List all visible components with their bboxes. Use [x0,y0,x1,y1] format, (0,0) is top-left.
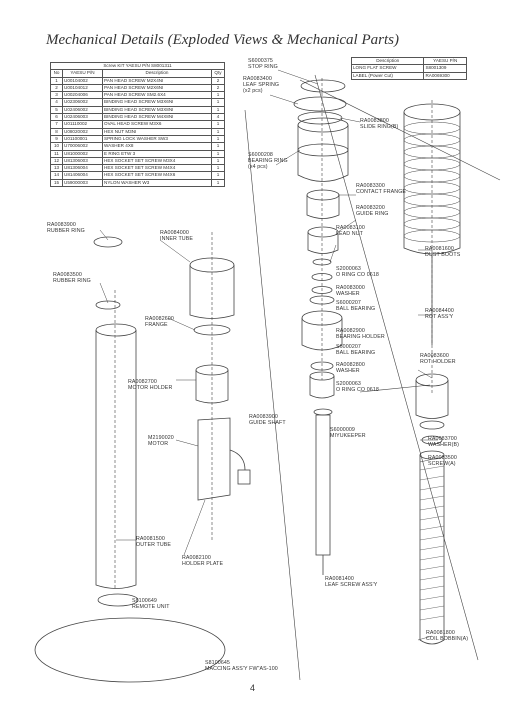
callout-contact-frange: RA0083300 CONTACT FRANGE [356,183,407,196]
callout-washer-b: RA0083700 WASHER(B) [428,436,460,449]
callout-slide-ring-b: RA0083800 SLIDE RING(B) [360,118,399,131]
note-table: Description YAESU P/N LONG FLAT SCREW S8… [350,56,467,80]
table-cell: 4 [211,113,225,122]
outer-tube-assembly [34,236,226,683]
callout-inner-tube: RA0084000 INNER TUBE [160,230,193,243]
parts-table: Screw KIT YAESU P/N S8001311 No YAESU P/… [50,61,225,188]
leader-lines [99,69,439,641]
inner-tube-motor-assembly [189,257,251,501]
callout-frange: RA0082600 FRANGE [145,316,174,329]
table-cell: S8001309 [423,64,467,73]
callout-leaf-spring: RA0083400 LEAF SPRING (x2 pcs) [243,76,280,95]
callout-ball-bearing-lower: S6000207 BALL BEARING [336,344,376,357]
table-cell: 1 [211,120,225,129]
explode-frame-lines [244,74,501,681]
callout-motor: M2190020 MOTOR [148,435,174,448]
parts-table-caption: Screw KIT YAESU P/N S8001311 [50,61,225,71]
callout-bearing-holder: RA0082900 BEARING HOLDER [336,328,385,341]
note-header-part-number: YAESU P/N [423,56,467,66]
table-cell: 1 [211,164,225,173]
table-cell: 1 [211,134,225,144]
callout-screw-a: RA0083500 SCREW(A) [428,455,457,468]
table-cell: 1 [211,98,225,107]
table-cell: 1 [211,91,225,100]
callout-bearing-ring: S6000208 BEARING RING (x4 pcs) [248,152,288,171]
table-cell: 2 [211,76,225,85]
callout-stop-ring: S6000375 STOP RING [248,58,278,71]
assembly-axes [114,78,433,590]
callout-macing-assy: S8100645 MACCING ASS'Y FW"AS-100 [205,660,278,673]
table-cell: 1 [211,149,225,158]
table-cell: 1 [211,178,225,188]
table-cell: 1 [211,105,225,115]
callout-o-ring-upper: S2000063 O RING CO 0618 [336,266,379,279]
table-cell: 1 [211,171,225,180]
callout-guide-ring: RA0083200 GUIDE RING [356,205,389,218]
table-cell: RA0069300 [423,71,467,80]
table-row: LABEL (Power Cut) RA0069300 [350,71,467,80]
note-header-description: Description [350,56,425,66]
callout-washer-lower: RA0082800 WASHER [336,362,365,375]
callout-rubber-ring-upper: RA0083900 RUBBER RING [47,222,85,235]
table-cell: 2 [211,83,225,93]
table-cell: 1 [211,156,225,166]
callout-outer-tube: RA0081500 OUTER TUBE [136,536,172,549]
callout-o-ring-lower: S2000063 O RING CO 0618 [336,381,379,394]
dust-boots-assembly [403,103,461,645]
callout-motor-holder: RA0082700 MOTOR HOLDER [128,379,173,392]
table-row: LONG FLAT SCREW S8001309 [350,64,467,73]
callout-lead-nut: RA0083100 LEAD NUT [336,225,365,238]
table-cell: 1 [211,127,225,136]
callout-dust-boots: RA0081600 DUST BOOTS [425,246,461,259]
callout-guide-shaft: RA0083900 GUIDE SHAFT [249,414,286,427]
page-title: Mechanical Details (Exploded Views & Mec… [46,32,399,48]
callout-washer: RA0083000 WASHER [336,285,365,298]
page-number: 4 [250,683,256,693]
table-cell: LONG FLAT SCREW [350,64,425,73]
callout-leaf-screw-assy: RA0081400 LEAF SCREW ASS'Y [325,576,378,589]
table-cell: LABEL (Power Cut) [350,71,425,80]
callout-holder-plate: RA0082100 HOLDER PLATE [182,555,224,568]
callout-rot-holder: RA0083600 ROT HOLDER [420,353,456,366]
callout-rot-assy: RA0084400 ROT ASS'Y [425,308,454,321]
callout-miyukeeper: S6000009 MIYUKEEPER [330,427,366,440]
callout-remote-unit: S8100649 REMOTE UNIT [132,598,170,611]
callout-rubber-ring-lower: RA0083500 RUBBER RING [53,272,91,285]
callout-ball-bearing-upper: S6000207 BALL BEARING [336,300,376,313]
callout-coil-bobbin-a: RA0081800 COIL BOBBIN(A) [426,630,469,643]
table-cell: 1 [211,142,225,151]
col-header-qty: Qty [211,69,225,78]
